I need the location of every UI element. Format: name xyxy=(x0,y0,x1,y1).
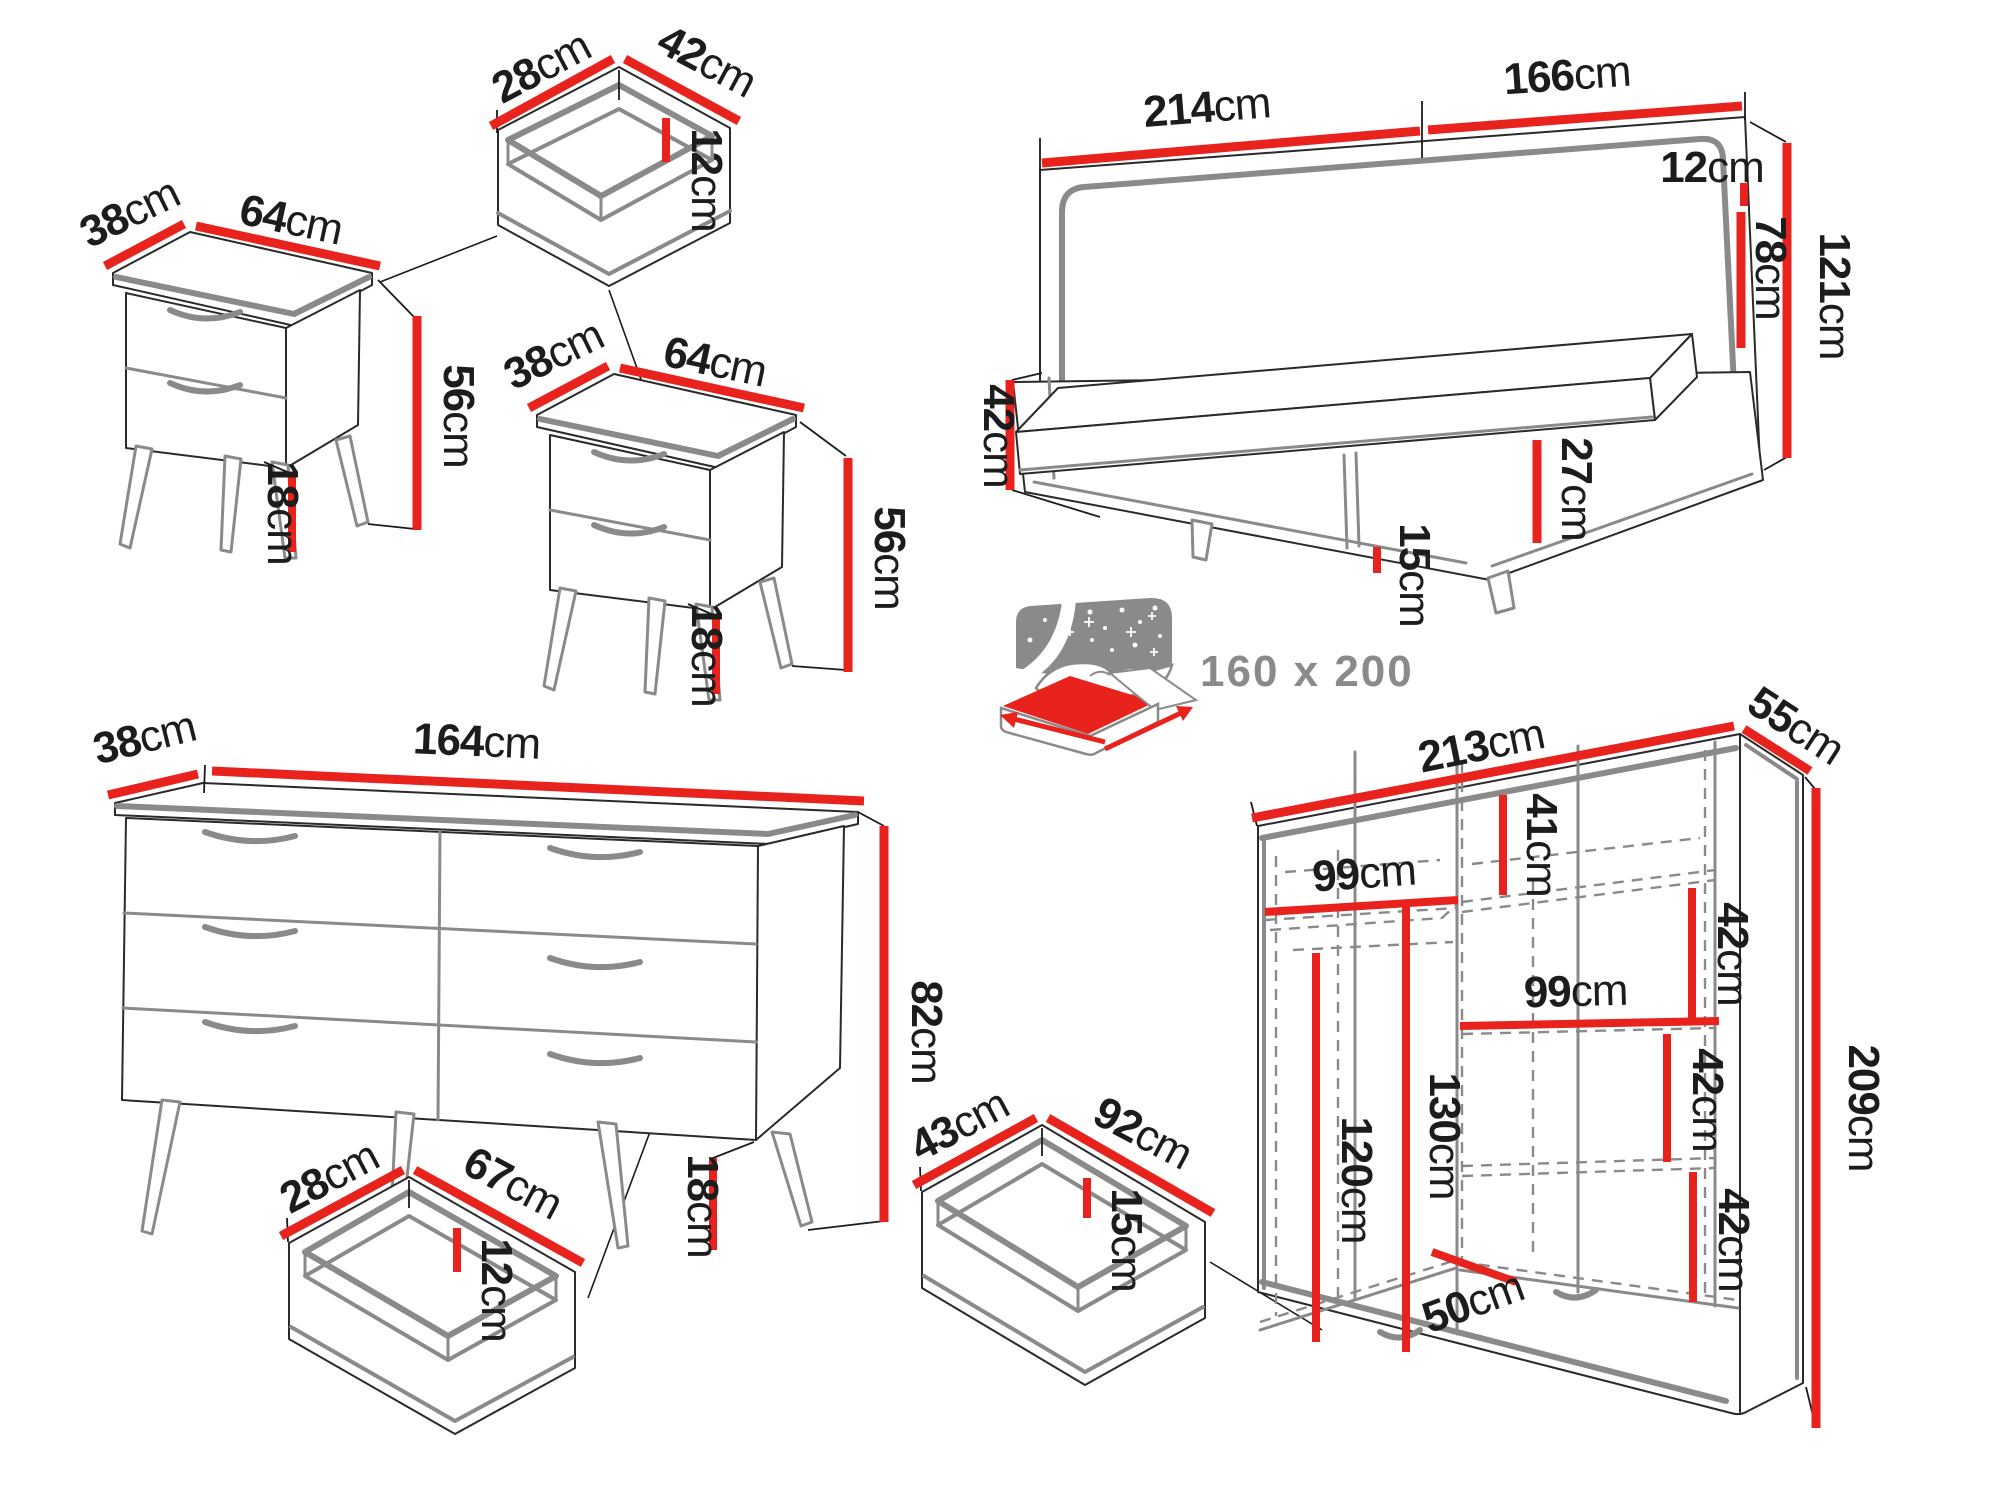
star-sparkles xyxy=(1066,612,1158,656)
dim-label-wardrobe-left-width: 99cm xyxy=(1311,845,1418,901)
nightstand-right-legs xyxy=(542,576,794,702)
dim-label-dresser-width: 164cm xyxy=(412,714,541,768)
nightstand-left-legs xyxy=(118,434,370,560)
dim-line-wardrobe-right-width xyxy=(1459,1017,1720,1030)
nightstand-left-drawing: 38cm 64cm 56cm 18cm xyxy=(72,168,483,565)
dresser-drawing: 38cm 164cm 82cm 18cm xyxy=(88,702,951,1258)
dim-label-wardrobe-hanging-left: 120cm xyxy=(1332,1116,1381,1243)
mattress-size-icon: 160 x 200 xyxy=(999,597,1414,757)
dim-line-dresser-drawer-depth xyxy=(278,1166,406,1240)
bed-drawing: 214cm 166cm 12cm 78cm 121cm 42cm 27cm 15… xyxy=(974,47,1859,627)
dim-label-wardrobe-hanging-middle: 130cm xyxy=(1420,1072,1469,1199)
dim-label-ns-right-legs: 18cm xyxy=(682,603,731,707)
bed-legs xyxy=(1190,518,1516,615)
dim-line-ns-right-width xyxy=(619,363,805,413)
dim-label-bed-width-total: 214cm xyxy=(1142,78,1273,137)
dim-label-ns-right-width: 64cm xyxy=(659,327,771,396)
dim-label-wardrobe-height: 209cm xyxy=(1839,1044,1888,1171)
dim-line-ns-left-width xyxy=(195,221,381,271)
dim-label-bed-footboard: 27cm xyxy=(1552,437,1601,541)
nightstand-right-drawing: 38cm 64cm 56cm 18cm xyxy=(496,310,914,707)
dim-label-ns-left-legs: 18cm xyxy=(258,461,307,565)
dim-label-wardrobe-right-upper: 42cm xyxy=(1708,902,1757,1006)
dim-label-ns-left-width: 64cm xyxy=(235,185,347,254)
dim-line-top-drawer-length xyxy=(622,55,742,125)
starry-headboard-panel xyxy=(1016,597,1172,682)
dim-label-dresser-drawer-height: 12cm xyxy=(472,1238,521,1342)
dim-line-bed-drawer-length xyxy=(1045,1114,1216,1217)
top-drawer-drawing: 28cm 42cm 12cm xyxy=(484,15,764,287)
wardrobe-drawing: 213cm 55cm 209cm 41cm 99cm 42cm 99cm 42c… xyxy=(1250,677,1888,1428)
wardrobe-interior-dashed xyxy=(1259,750,1739,1324)
dresser-drawer-drawing: 28cm 67cm 12cm xyxy=(272,1131,586,1435)
dim-label-bed-headboard-panel: 78cm xyxy=(1746,216,1795,320)
dim-line-dresser-depth xyxy=(106,769,200,800)
dim-label-ns-left-height: 56cm xyxy=(434,364,483,468)
dim-line-ns-right-depth xyxy=(526,362,611,412)
mattress-size-text: 160 x 200 xyxy=(1200,647,1414,696)
dim-label-bed-drawer-height: 15cm xyxy=(1102,1188,1151,1292)
dim-line-top-drawer-depth xyxy=(488,55,616,130)
connector-lines xyxy=(379,235,1323,1331)
dim-line-ns-left-depth xyxy=(102,220,187,270)
icon-bed-base xyxy=(999,702,1160,757)
dim-line-bed-headboard-width xyxy=(1427,101,1743,135)
dim-label-bed-height-total: 121cm xyxy=(1810,232,1859,359)
icon-arrow-length xyxy=(1103,709,1185,752)
dim-label-wardrobe-right-middle: 42cm xyxy=(1683,1048,1732,1152)
dim-label-top-drawer-height: 12cm xyxy=(682,128,731,232)
dim-line-wardrobe-depth xyxy=(1741,725,1813,775)
dim-label-wardrobe-right-lower: 42cm xyxy=(1709,1188,1758,1292)
star-dots xyxy=(1027,605,1162,660)
wardrobe-door-seams xyxy=(1353,740,1717,1336)
dim-line-wardrobe-left-width xyxy=(1264,896,1459,916)
dim-line-wardrobe-width xyxy=(1251,721,1735,823)
dim-label-bed-headboard-thickness: 12cm xyxy=(1660,143,1764,192)
bed-ticks xyxy=(1011,92,1788,518)
dim-label-bed-headboard-width: 166cm xyxy=(1502,47,1632,105)
dim-label-ns-right-height: 56cm xyxy=(865,506,914,610)
dim-label-wardrobe-right-width: 99cm xyxy=(1523,966,1628,1018)
dim-line-dresser-drawer-length xyxy=(412,1166,586,1267)
dim-line-wardrobe-drawer-depth xyxy=(1430,1248,1518,1286)
dim-label-bed-plinth: 15cm xyxy=(1390,523,1439,627)
dim-label-dresser-height: 82cm xyxy=(902,980,951,1084)
icon-mattress-red xyxy=(1003,676,1155,734)
dim-label-wardrobe-top-compartment: 41cm xyxy=(1517,793,1566,897)
dim-label-bed-side-height: 42cm xyxy=(974,384,1023,488)
dim-line-dresser-width xyxy=(211,766,865,806)
dim-line-bed-width-total xyxy=(1041,126,1421,168)
dim-label-dresser-legs: 18cm xyxy=(678,1154,727,1258)
dim-line-bed-drawer-depth xyxy=(911,1114,1039,1189)
dim-label-dresser-depth: 38cm xyxy=(88,702,200,775)
bed-drawer-drawing: 43cm 92cm 15cm xyxy=(902,1079,1216,1386)
icon-arrow-width xyxy=(1013,716,1106,745)
